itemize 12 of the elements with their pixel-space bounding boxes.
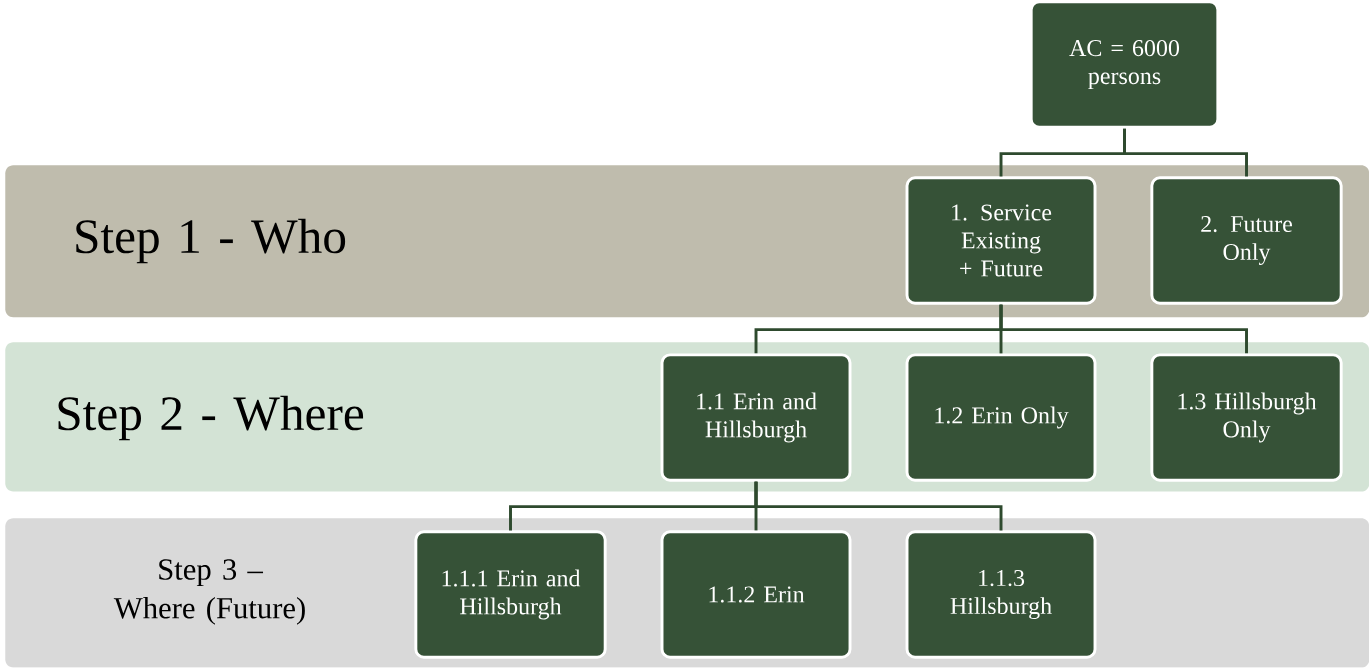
process-box: 1.3 Hillsburgh Only	[1150, 353, 1343, 482]
process-box: 1.1.2 Erin	[660, 530, 852, 659]
process-box: AC = 6000 persons	[1029, 0, 1220, 129]
process-box: 2. Future Only	[1150, 176, 1343, 305]
process-box: 1.1.3 Hillsburgh	[905, 530, 1097, 659]
process-box: 1.1 Erin and Hillsburgh	[660, 353, 852, 482]
process-box: 1. Service Existing + Future	[905, 176, 1097, 305]
connector	[754, 481, 1003, 531]
connector	[999, 304, 1248, 354]
process-box: 1.2 Erin Only	[905, 353, 1097, 482]
connector	[1123, 128, 1248, 177]
process-box: 1.1.1 Erin and Hillsburgh	[414, 530, 607, 659]
